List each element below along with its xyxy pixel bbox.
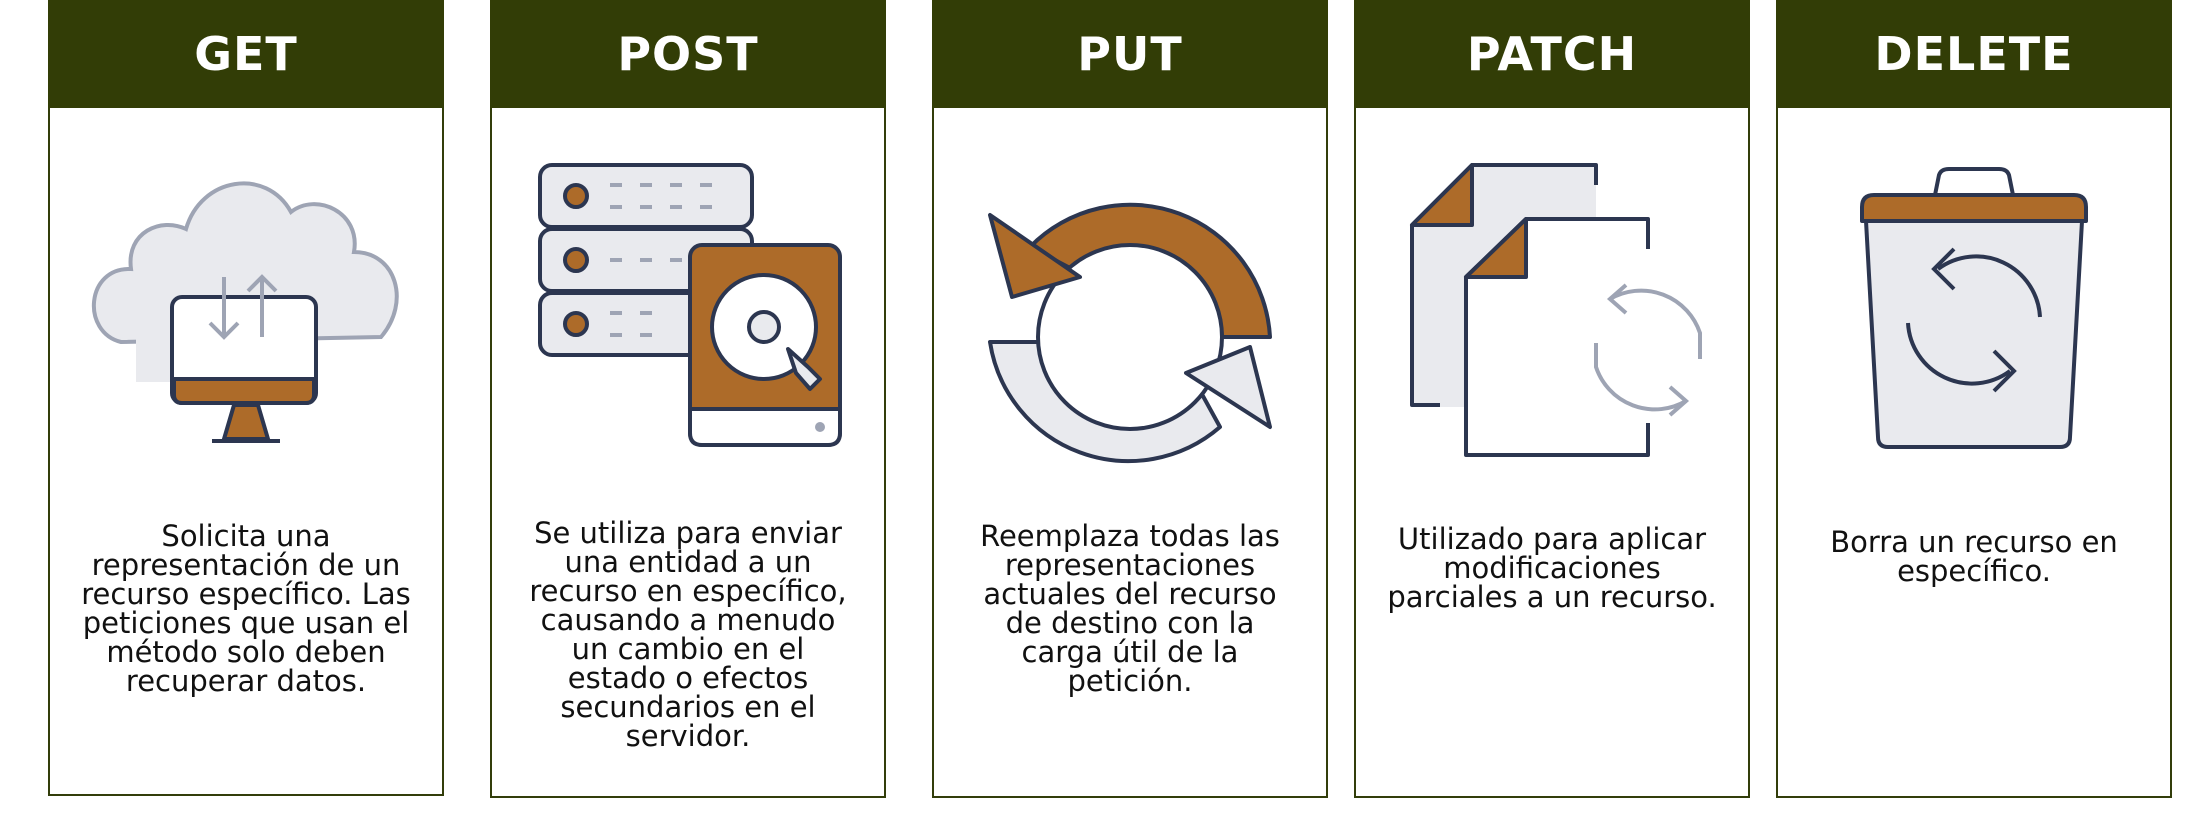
- trash-recycle-icon: [1778, 122, 2170, 492]
- method-card-post: POST Se utiliza para enviar una enti: [490, 0, 886, 798]
- card-header: GET: [48, 0, 444, 108]
- method-title: DELETE: [1874, 27, 2074, 81]
- method-title: PUT: [1077, 27, 1183, 81]
- method-description: Reemplaza todas las representaciones act…: [980, 519, 1280, 698]
- method-card-delete: DELETE Borra un recurso en específico.: [1776, 0, 2172, 798]
- card-header: DELETE: [1776, 0, 2172, 108]
- cloud-computer-icon: [50, 122, 442, 492]
- refresh-arrows-icon: [934, 122, 1326, 492]
- method-title: PATCH: [1466, 27, 1638, 81]
- method-description: Utilizado para aplicar modificaciones pa…: [1387, 522, 1717, 614]
- card-header: POST: [490, 0, 886, 108]
- method-description: Se utiliza para enviar una entidad a un …: [529, 516, 847, 753]
- method-description: Borra un recurso en específico.: [1830, 525, 2118, 588]
- card-header: PUT: [932, 0, 1328, 108]
- method-card-patch: PATCH Utilizado para aplicar modificacio…: [1354, 0, 1750, 798]
- method-title: GET: [194, 27, 298, 81]
- method-description: Solicita una representación de un recurs…: [81, 519, 411, 698]
- server-harddrive-icon: [492, 122, 884, 492]
- method-card-get: GET Solicita una representación de un re…: [48, 0, 444, 796]
- method-title: POST: [617, 27, 759, 81]
- documents-sync-icon: [1356, 122, 1748, 492]
- method-card-put: PUT Reemplaza todas las representaciones…: [932, 0, 1328, 798]
- card-header: PATCH: [1354, 0, 1750, 108]
